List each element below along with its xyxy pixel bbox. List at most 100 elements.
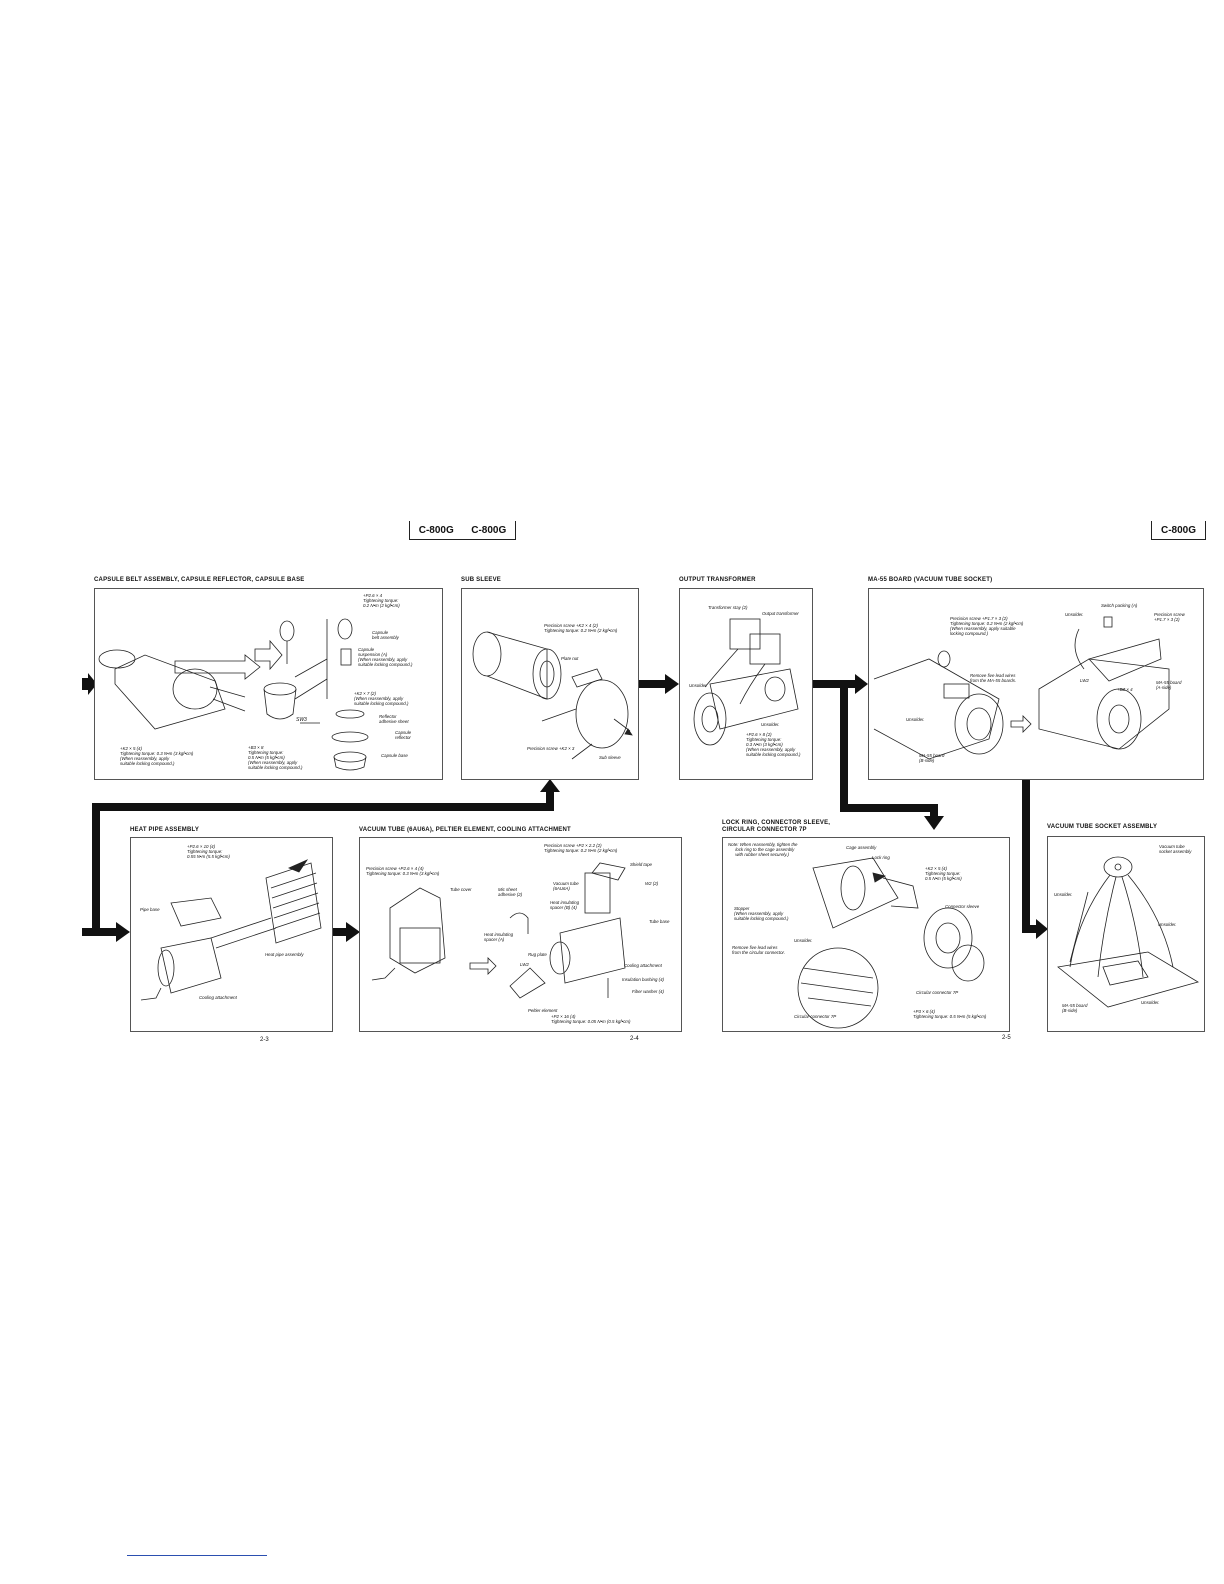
label-lr-stopper: Stopper (When reassembly, apply suitable…: [734, 906, 789, 921]
label-ot-unsolder-left: Unsolder.: [689, 683, 708, 688]
label-lr-lock-ring: Lock ring: [872, 855, 890, 860]
arrow-heatpipe-head: [116, 922, 130, 942]
label-vt-heat-spacer-a: Heat insulating spacer (A): [484, 932, 514, 942]
label-lr-circ-7p-right: Circular connector 7P: [916, 990, 959, 995]
arrow-branch-head: [924, 816, 944, 830]
panel-socket: Vacuum tube socket assembly Unsolder. Un…: [1047, 836, 1205, 1032]
label-vt-fiber-washer: Fiber washer (4): [632, 989, 664, 994]
arrow-branch-horizontal: [840, 804, 938, 812]
arrow-entry-top: [82, 673, 97, 695]
label-socket-unsolder-right: Unsolder.: [1158, 922, 1177, 927]
label-capsule-screw-top: +P2.6 × 4 Tightening torque: 0.2 N•m (2 …: [363, 593, 400, 608]
arrow-branch-down: [930, 804, 938, 818]
label-lr-k2x5: +K2 × 5 (4) Tightening torque: 0.5 N•m (…: [925, 866, 962, 881]
label-ma55-b-side: MA-55 board (B-side): [919, 753, 945, 763]
arrow-heat-to-vac-shaft: [332, 928, 348, 936]
panel-vacuum-tube: Precision screw +P2 × 2.2 (2) Tightening…: [359, 837, 682, 1032]
arrow-loop-down: [92, 803, 100, 936]
label-ot-unsolder-right: Unsolder.: [761, 722, 780, 727]
section-title-heat-pipe: HEAT PIPE ASSEMBLY: [130, 827, 200, 833]
label-hp-heat-pipe-assy: Heat pipe assembly: [265, 952, 304, 957]
section-title-ma55: MA-55 BOARD (VACUUM TUBE SOCKET): [868, 577, 993, 583]
label-vt-shield-tape: Shield tape: [630, 862, 652, 867]
panel-heat-pipe: +P2.6 × 10 (4) Tightening torque: 0.55 N…: [130, 837, 333, 1032]
label-vt-cooling: Cooling attachment: [624, 963, 662, 968]
page-number-2-3: 2-3: [260, 1037, 269, 1043]
label-ma55-remove-wires: Remove five lead wires from the MA-55 bo…: [970, 673, 1017, 683]
label-vt-lw2: LW2: [520, 962, 529, 967]
ma55-illustration: [873, 616, 1170, 760]
label-capsule-b3x8: +B3 × 8 Tightening torque: 0.5 N•m (5 kg…: [248, 745, 303, 770]
label-sub-precision-k2x3: Precision screw +K2 × 3: [527, 746, 575, 751]
label-ot-p26x8: +P2.6 × 8 (2) Tightening torque: 0.3 N•m…: [746, 732, 801, 757]
socket-illustration: [1057, 856, 1200, 1008]
lock-ring-illustration: [797, 857, 985, 1029]
label-ot-output-transformer: Output transformer: [762, 611, 799, 616]
arrow-output-to-ma55-shaft: [811, 680, 857, 688]
header-model-box-right: C-800G: [1151, 521, 1206, 540]
model-label-a: C-800G: [418, 524, 454, 536]
arrow-output-to-ma55-head: [855, 674, 868, 694]
label-capsule-sw3: SW3: [296, 717, 307, 723]
label-hp-p26x10: +P2.6 × 10 (4) Tightening torque: 0.55 N…: [187, 844, 230, 859]
label-ma55-precision-left: Precision screw +P1.7 × 3 (2) Tightening…: [950, 616, 1024, 636]
label-socket-unsolder-bottom: Unsolder.: [1141, 1000, 1160, 1005]
section-title-output-transformer: OUTPUT TRANSFORMER: [679, 577, 756, 583]
label-capsule-reflector: Capsule reflector: [395, 730, 412, 740]
panel-sub-sleeve: Precision screw +K2 × 4 (2) Tightening t…: [461, 588, 639, 780]
label-ma55-unsolder-top: Unsolder.: [1065, 612, 1084, 617]
arrow-ma55-down: [1022, 779, 1030, 927]
arrow-entry-bottom: [82, 928, 96, 936]
label-capsule-belt: Capsule belt assembly: [372, 630, 399, 640]
label-lr-remove-wires: Remove five lead wires from the circular…: [732, 945, 786, 955]
label-lr-p3x6: +P3 × 6 (4) Tightening torque: 0.5 N•m (…: [913, 1009, 987, 1019]
arrow-heatpipe-in: [92, 928, 118, 936]
label-vt-peltier: Peltier element: [528, 1008, 558, 1013]
section-title-sub-sleeve: SUB SLEEVE: [461, 577, 502, 583]
label-vt-tube-base: Tube base: [649, 919, 670, 924]
label-capsule-reflector-sheet: Reflector adhesive sheet: [379, 714, 409, 724]
label-hp-cooling: Cooling attachment: [199, 995, 237, 1000]
model-label-right: C-800G: [1160, 524, 1196, 536]
panel-output-transformer: Transformer stay (2) Output transformer …: [679, 588, 813, 780]
label-ma55-precision-right: Precision screw +P1.7 × 3 (2): [1154, 612, 1185, 622]
label-vt-insulation-bushing: Insulation bushing (4): [622, 977, 664, 982]
label-ma55-a-side: MA-55 board (A-side): [1156, 680, 1182, 690]
section-title-lock-ring: LOCK RING, CONNECTOR SLEEVE, CIRCULAR CO…: [722, 820, 831, 833]
label-capsule-suspension: Capsule suspension (A) (When reassembly,…: [358, 647, 413, 667]
heat-pipe-illustration: [140, 859, 322, 1001]
label-vt-rug-plate: Rug plate: [528, 952, 547, 957]
arrow-loop-up-head: [540, 779, 560, 792]
panel-capsule: +P2.6 × 4 Tightening torque: 0.2 N•m (2 …: [94, 588, 443, 780]
arrow-ma55-head: [1036, 919, 1048, 939]
capsule-illustration: [98, 618, 369, 771]
arrow-sub-to-output-shaft: [639, 680, 667, 688]
panel-ma55: Switch packing (A) Precision screw +P1.7…: [868, 588, 1204, 780]
label-ma55-unsolder-left: Unsolder.: [906, 717, 925, 722]
label-hp-pipe-base: Pipe base: [140, 907, 160, 912]
label-vt-tube-cover: Tube cover: [450, 887, 472, 892]
label-vt-w2: W2 (2): [645, 881, 659, 886]
label-vt-vacuum-tube: Vacuum tube (6AU6A): [553, 881, 579, 891]
label-capsule-base: Capsule base: [381, 753, 408, 758]
label-lr-note: Note: When reassembly, tighten the lock …: [728, 842, 798, 857]
label-capsule-k2x7: +K2 × 7 (2) (When reassembly, apply suit…: [354, 691, 409, 706]
label-vt-p2x16: +P2 × 16 (4) Tightening torque: 0.05 N•m…: [551, 1014, 631, 1024]
label-socket-assy: Vacuum tube socket assembly: [1159, 844, 1192, 854]
arrow-ma55-across: [1022, 925, 1038, 933]
label-ma55-bz4: +BZ × 4: [1117, 687, 1133, 692]
label-capsule-k2x5: +K2 × 5 (4) Tightening torque: 0.3 N•m (…: [120, 746, 194, 766]
section-title-socket: VACUUM TUBE SOCKET ASSEMBLY: [1047, 824, 1158, 830]
label-socket-unsolder-left: Unsolder.: [1054, 892, 1073, 897]
page-number-2-5: 2-5: [1002, 1035, 1011, 1041]
label-lr-unsolder: Unsolder.: [794, 938, 813, 943]
label-vt-mic-sheet: Mic sheet adhesive (2): [498, 887, 523, 897]
section-title-vacuum-tube: VACUUM TUBE (6AU6A), PELTIER ELEMENT, CO…: [359, 827, 571, 833]
model-label-b: C-800G: [471, 524, 507, 536]
header-model-box-left: C-800G C-800G: [409, 521, 516, 540]
vacuum-tube-illustration: [371, 862, 626, 999]
label-socket-ma55-b: MA-55 board (B-side): [1062, 1003, 1088, 1013]
panel-lock-ring: Note: When reassembly, tighten the lock …: [722, 837, 1010, 1032]
arrow-branch-vertical: [840, 684, 848, 808]
